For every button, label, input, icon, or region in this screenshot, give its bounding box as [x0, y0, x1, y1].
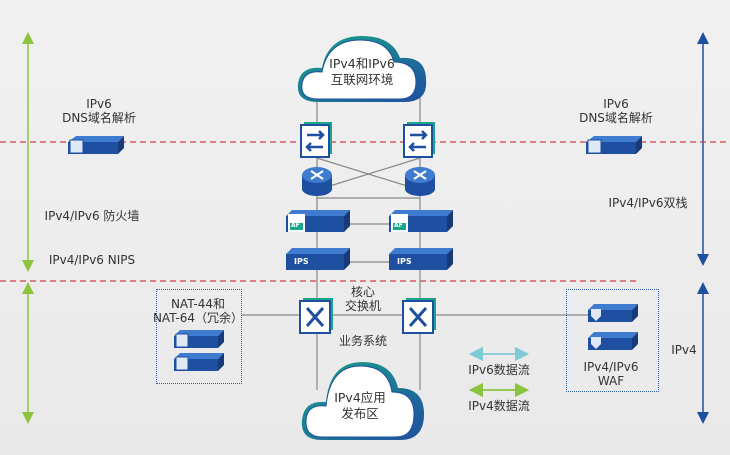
ips-badge: IPS [397, 257, 412, 266]
nips-label: IPv4/IPv6 NIPS [48, 253, 136, 267]
af-badge: AF [394, 222, 403, 229]
waf-device-icon [588, 332, 638, 350]
right-dns-label-2: DNS域名解析 [579, 111, 653, 125]
right-border-switch-icon [403, 122, 435, 158]
right-core-switch-icon [402, 298, 436, 334]
firewall-label: IPv4/IPv6 防火墙 [44, 209, 140, 223]
internet-cloud [297, 36, 427, 102]
left-core-switch-icon [299, 298, 333, 334]
nat-device-icon [174, 353, 224, 371]
app-cloud [301, 362, 424, 440]
left-firewall-af-device: AF [284, 208, 350, 234]
legend-ipv4-label: IPv4数据流 [468, 399, 530, 413]
dual-stack-label: IPv4/IPv6双栈 [608, 196, 688, 210]
nat-group [156, 289, 242, 384]
nat-label-1: NAT-44和 [170, 297, 226, 311]
ips-badge: IPS [294, 257, 309, 266]
ipv4-label: IPv4 [671, 343, 697, 357]
waf-group [566, 289, 659, 392]
waf-device-icon [588, 304, 638, 322]
left-dns-label-1: IPv6 [86, 97, 112, 111]
app-cloud-label-2: 发布区 [341, 406, 379, 421]
right-router-icon [405, 167, 435, 196]
right-dns-device-icon [586, 136, 642, 154]
waf-label-1: IPv4/IPv6 [583, 360, 639, 374]
right-ips-device: IPS [387, 246, 453, 272]
legend-ipv6-label: IPv6数据流 [468, 363, 530, 377]
left-dns-label-2: DNS域名解析 [62, 111, 136, 125]
left-router-icon [302, 167, 332, 196]
app-cloud-label-1: IPv4应用 [334, 390, 386, 405]
core-switch-label-1: 核心 [350, 285, 376, 299]
nat-device-icon [174, 330, 224, 348]
left-ips-device: IPS [284, 246, 350, 272]
core-switch-label-2: 交换机 [344, 299, 382, 313]
internet-cloud-label-1: IPv4和IPv6 [329, 56, 395, 71]
nat-label-2: NAT-64（冗余） [152, 311, 244, 325]
internet-cloud-label-2: 互联网环境 [330, 72, 394, 87]
business-system-label: 业务系统 [338, 334, 388, 348]
left-border-switch-icon [300, 122, 332, 158]
af-badge: AF [291, 222, 300, 229]
right-firewall-af-device: AF [387, 208, 453, 234]
right-dns-label-1: IPv6 [603, 97, 629, 111]
left-dns-device-icon [68, 136, 124, 154]
waf-label-2: WAF [597, 374, 625, 388]
